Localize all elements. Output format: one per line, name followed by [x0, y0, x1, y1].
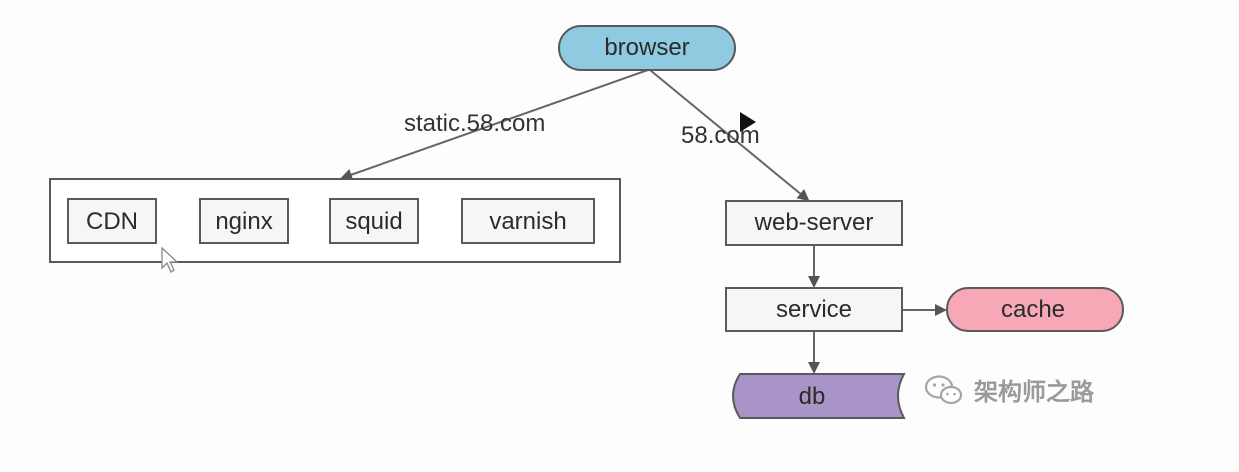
node-db[interactable]: db	[732, 373, 906, 419]
node-web-server[interactable]: web-server	[725, 200, 903, 246]
node-squid[interactable]: squid	[329, 198, 419, 244]
node-nginx-label: nginx	[215, 208, 272, 235]
play-icon[interactable]	[740, 112, 756, 132]
node-service[interactable]: service	[725, 287, 903, 332]
node-varnish-label: varnish	[489, 208, 566, 235]
node-cdn-label: CDN	[86, 208, 138, 235]
node-cache-label: cache	[1001, 296, 1065, 323]
watermark-text: 架构师之路	[974, 378, 1094, 406]
edge-browser-to-static-group	[340, 69, 649, 181]
edge-label-static: static.58.com	[404, 110, 545, 137]
wechat-icon	[924, 374, 963, 404]
watermark: 架构师之路	[924, 372, 1094, 407]
edge-browser-to-web-server	[649, 69, 810, 202]
node-web-server-label: web-server	[754, 209, 874, 236]
node-cdn[interactable]: CDN	[67, 198, 157, 244]
node-squid-label: squid	[345, 208, 402, 235]
node-cache[interactable]: cache	[946, 287, 1124, 332]
node-browser-label: browser	[604, 34, 689, 61]
mouse-pointer-icon	[161, 247, 179, 273]
node-nginx[interactable]: nginx	[199, 198, 289, 244]
node-browser[interactable]: browser	[558, 25, 736, 71]
node-varnish[interactable]: varnish	[461, 198, 595, 244]
node-service-label: service	[776, 296, 852, 323]
node-db-label: db	[799, 383, 826, 410]
